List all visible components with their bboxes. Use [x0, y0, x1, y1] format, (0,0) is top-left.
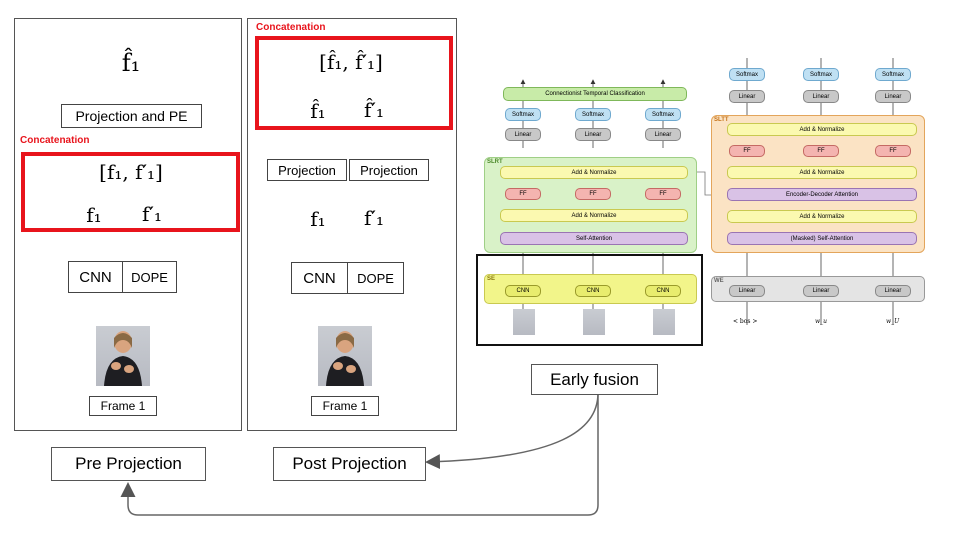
sltt-linear-3: Linear	[875, 90, 911, 103]
slrt-ff-3: FF	[645, 188, 681, 200]
ctc-box: Connectionist Temporal Classification	[503, 87, 687, 101]
se-outline	[476, 254, 703, 346]
sltt-block	[711, 115, 925, 253]
pre-f1-prime: f′₁	[142, 202, 162, 226]
post-cnn-box: CNN	[291, 262, 348, 294]
pre-projection-label-box: Pre Projection	[51, 447, 206, 481]
pre-projection-panel	[14, 18, 242, 431]
slrt-ff-1: FF	[505, 188, 541, 200]
arch-frame-1	[513, 309, 535, 335]
sltt-add-norm-1: Add & Normalize	[727, 123, 917, 136]
post-projection-right-box: Projection	[349, 159, 429, 181]
sltt-ff-1: FF	[729, 145, 765, 157]
we-linear-2: Linear	[803, 285, 839, 297]
se-cnn-3: CNN	[645, 285, 681, 297]
sltt-add-norm-2: Add & Normalize	[727, 166, 917, 179]
slrt-softmax-1: Softmax	[505, 108, 541, 121]
sltt-ff-2: FF	[803, 145, 839, 157]
we-linear-3: Linear	[875, 285, 911, 297]
slrt-ff-2: FF	[575, 188, 611, 200]
post-f1: f₁	[310, 207, 326, 231]
slrt-label: SLRT	[487, 159, 503, 165]
pre-f1-hat: f̂₁	[121, 49, 141, 77]
post-frame-image	[318, 326, 372, 386]
post-frame-label: Frame 1	[311, 396, 379, 416]
we-input-wu: w_u	[815, 318, 827, 325]
we-linear-1: Linear	[729, 285, 765, 297]
sltt-masked-self-attention: (Masked) Self-Attention	[727, 232, 917, 245]
pre-cnn-box: CNN	[68, 261, 123, 293]
sltt-softmax-3: Softmax	[875, 68, 911, 81]
pre-concat-expr: [f₁, f′₁]	[99, 160, 163, 184]
we-label: WE	[714, 278, 724, 284]
post-dope-box: DOPE	[347, 262, 404, 294]
sltt-ff-3: FF	[875, 145, 911, 157]
slrt-softmax-3: Softmax	[645, 108, 681, 121]
post-f1-hat-prime: f̂′₁	[364, 98, 384, 122]
sltt-enc-dec-attention: Encoder-Decoder Attention	[727, 188, 917, 201]
slrt-add-norm-top: Add & Normalize	[500, 166, 688, 179]
post-f1-hat: f̂₁	[310, 99, 326, 123]
early-fusion-label-box: Early fusion	[531, 364, 658, 395]
early-fusion-to-pre-arrow	[120, 393, 599, 516]
post-f1-prime: f′₁	[364, 206, 384, 230]
slrt-linear-1: Linear	[505, 128, 541, 141]
signer-figure	[104, 331, 142, 386]
arch-frame-2	[583, 309, 605, 335]
sltt-softmax-1: Softmax	[729, 68, 765, 81]
se-label: SE	[487, 276, 496, 282]
sltt-label: SLTT	[714, 117, 729, 123]
arch-frame-3	[653, 309, 675, 335]
projection-and-pe-box: Projection and PE	[61, 104, 202, 128]
pre-concatenation-highlight	[21, 152, 240, 232]
slrt-softmax-2: Softmax	[575, 108, 611, 121]
se-cnn-2: CNN	[575, 285, 611, 297]
early-fusion-to-post-arrow	[425, 392, 599, 470]
post-concatenation-highlight	[255, 36, 453, 130]
we-input-bos: < bos >	[733, 318, 758, 325]
slrt-linear-2: Linear	[575, 128, 611, 141]
pre-f1: f₁	[86, 203, 102, 227]
we-input-wU: w_U	[886, 318, 900, 325]
post-projection-label-box: Post Projection	[273, 447, 426, 481]
sltt-linear-2: Linear	[803, 90, 839, 103]
signer-figure	[326, 331, 364, 386]
post-projection-left-box: Projection	[267, 159, 347, 181]
pre-frame-label: Frame 1	[89, 396, 157, 416]
slrt-add-norm-bottom: Add & Normalize	[500, 209, 688, 222]
pre-concatenation-label: Concatenation	[20, 135, 90, 146]
pre-dope-box: DOPE	[122, 261, 177, 293]
post-concatenation-label: Concatenation	[256, 22, 326, 33]
sltt-linear-1: Linear	[729, 90, 765, 103]
sltt-add-norm-3: Add & Normalize	[727, 210, 917, 223]
slrt-self-attention: Self-Attention	[500, 232, 688, 245]
slrt-linear-3: Linear	[645, 128, 681, 141]
pre-frame-image	[96, 326, 150, 386]
se-cnn-1: CNN	[505, 285, 541, 297]
post-concat-hat-expr: [f̂₁, f̂′₁]	[319, 50, 383, 74]
sltt-softmax-2: Softmax	[803, 68, 839, 81]
